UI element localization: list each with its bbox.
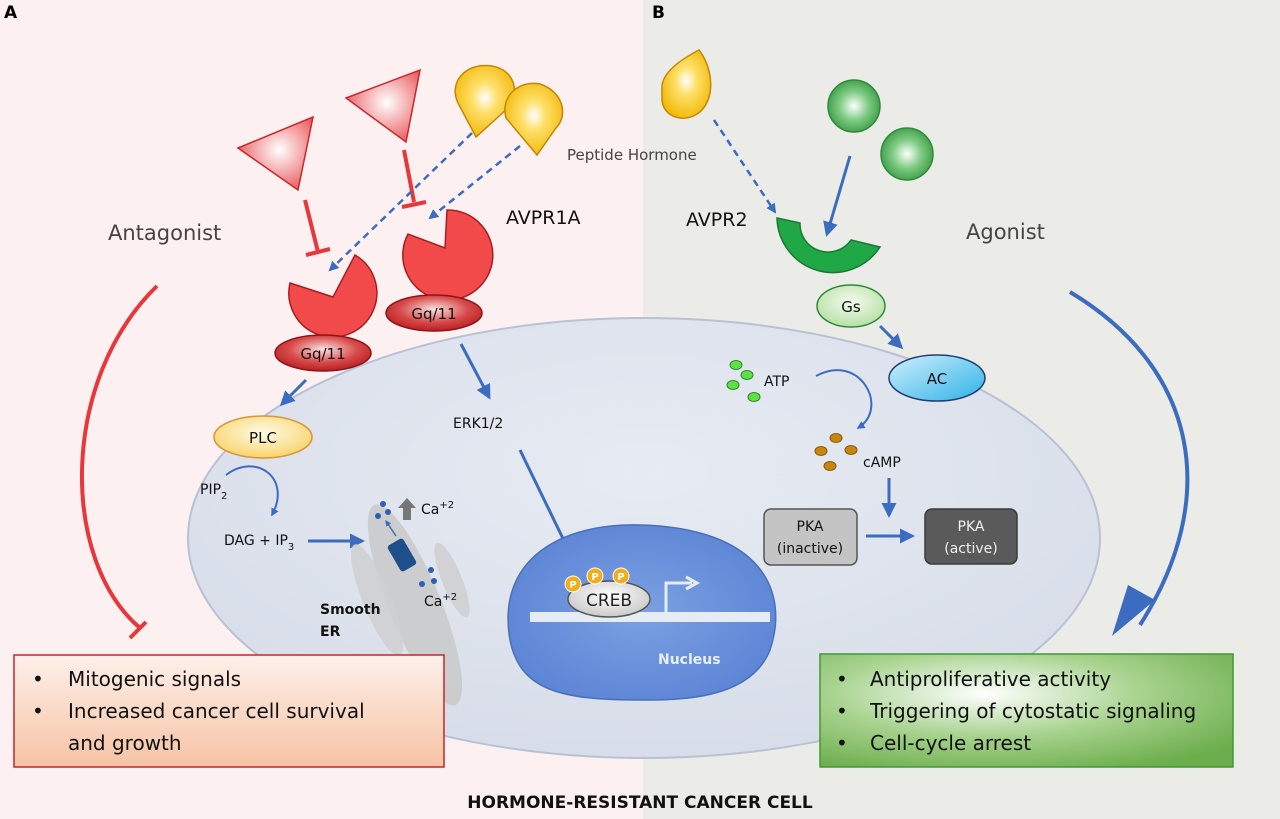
- peptide-hormone-drop-2: [504, 82, 564, 157]
- panel-a-label: A: [4, 3, 18, 23]
- calcium-release-arrow: [385, 520, 397, 537]
- gq11-protein-1: Gq/11: [274, 334, 372, 372]
- avpr1a-label: AVPR1A: [506, 207, 581, 229]
- peptide-hormone-drop-3: [661, 49, 712, 119]
- gq-to-erk-arrow: [459, 343, 491, 400]
- creb-factor: CREB: [567, 580, 651, 618]
- calcium-label-er: Ca+2: [424, 592, 457, 610]
- agonist-effect-arc: [1068, 290, 1190, 627]
- transcription-start-arrow: [664, 581, 692, 612]
- nucleus-label: Nucleus: [658, 652, 721, 668]
- calcium-increase-arrow: [398, 498, 416, 520]
- smooth-er-label-line1: Smooth: [320, 602, 381, 618]
- atp-label: ATP: [764, 374, 789, 390]
- outcome-item-cell-cycle-arrest: Cell-cycle arrest: [870, 731, 1031, 755]
- avpr1a-receptor-1: [288, 253, 378, 338]
- outcome-bullet: •: [836, 667, 848, 691]
- phosphate-group-1: P: [564, 575, 582, 593]
- ac-label: AC: [927, 370, 947, 388]
- outcome-bullet: •: [32, 667, 44, 691]
- camp-molecules: [814, 433, 858, 471]
- atp-molecules: [726, 360, 761, 402]
- outcome-item-cytostatic: Triggering of cytostatic signaling: [869, 699, 1196, 723]
- ip3-receptor-channel: [387, 538, 417, 572]
- calcium-label-cytosol: Ca+2: [421, 500, 454, 518]
- pip2-label: PIP2: [200, 482, 227, 502]
- outcome-item-antiproliferative: Antiproliferative activity: [870, 667, 1111, 691]
- gq11-label-1: Gq/11: [300, 345, 345, 363]
- pka-active-box: PKA (active): [924, 508, 1018, 565]
- panel-b-label: B: [652, 3, 665, 23]
- camp-label: cAMP: [863, 455, 901, 471]
- hormone-binding-arrow-3: [712, 119, 777, 214]
- outcome-item-growth: and growth: [68, 731, 182, 755]
- outcome-bullet: •: [836, 731, 848, 755]
- smooth-er-label-line2: ER: [320, 624, 341, 640]
- agonist-label: Agonist: [966, 220, 1045, 244]
- adenylyl-cyclase: AC: [888, 354, 986, 402]
- agonist-effect-arrowhead: [1112, 585, 1155, 636]
- plc-label: PLC: [249, 429, 277, 447]
- avpr2-receptor: [776, 217, 882, 274]
- antagonist-triangle-2: [344, 68, 421, 144]
- antagonist-inhibition-bar: [128, 620, 148, 640]
- agonist-outcome-box: • Antiproliferative activity • Triggerin…: [819, 653, 1234, 768]
- gq-to-plc-arrow: [279, 378, 308, 407]
- hormone-binding-arrow-2: [428, 145, 521, 220]
- pka-inactive-line2: (inactive): [777, 541, 843, 557]
- inhibition-line-1: [303, 199, 331, 257]
- avpr2-label: AVPR2: [686, 209, 748, 231]
- cell-title: HORMONE-RESISTANT CANCER CELL: [467, 793, 813, 813]
- hormone-binding-arrow-1: [328, 132, 473, 272]
- pka-active-line2: (active): [944, 541, 997, 557]
- outcome-bullet: •: [836, 699, 848, 723]
- antagonist-outcome-box: • Mitogenic signals • Increased cancer c…: [13, 654, 445, 768]
- plc-enzyme: PLC: [213, 415, 313, 459]
- antagonist-label: Antagonist: [108, 221, 221, 245]
- outcome-item-survival: Increased cancer cell survival: [68, 699, 365, 723]
- pka-inactive-box: PKA (inactive): [763, 508, 858, 566]
- antagonist-effect-arc: [79, 284, 159, 630]
- gq11-protein-2: Gq/11: [385, 294, 483, 332]
- phosphate-group-2: P: [586, 567, 604, 585]
- phosphate-group-3: P: [612, 567, 630, 585]
- avpr1a-receptor-2: [402, 209, 494, 301]
- outcome-item-mitogenic: Mitogenic signals: [68, 667, 241, 691]
- inhibition-line-2: [401, 149, 427, 209]
- outcome-bullet: •: [32, 699, 44, 723]
- calcium-ions-er: [419, 567, 437, 587]
- svg-text:P: P: [617, 572, 624, 583]
- erk-to-creb-arrow: [518, 449, 572, 556]
- gq11-label-2: Gq/11: [411, 305, 456, 323]
- svg-text:P: P: [569, 580, 576, 591]
- pip2-conversion-arrow: [225, 465, 279, 517]
- antagonist-triangle-1: [236, 115, 315, 192]
- creb-label: CREB: [586, 591, 632, 611]
- dag-ip3-label: DAG + IP3: [224, 533, 294, 553]
- svg-text:P: P: [591, 572, 598, 583]
- agonist-binding-arrow: [823, 155, 852, 237]
- gs-to-ac-arrow: [878, 324, 904, 350]
- agonist-sphere-1: [827, 79, 881, 133]
- gs-protein: Gs: [816, 284, 886, 328]
- pka-active-line1: PKA: [958, 519, 985, 535]
- calcium-ions-cytosol: [375, 501, 391, 519]
- erk-label: ERK1/2: [453, 416, 503, 432]
- agonist-sphere-2: [880, 127, 934, 181]
- peptide-hormone-label: Peptide Hormone: [567, 146, 697, 164]
- gs-label: Gs: [841, 298, 861, 316]
- pka-inactive-line1: PKA: [797, 519, 824, 535]
- dna-strand: [530, 612, 770, 622]
- atp-to-camp-arrow: [815, 369, 873, 429]
